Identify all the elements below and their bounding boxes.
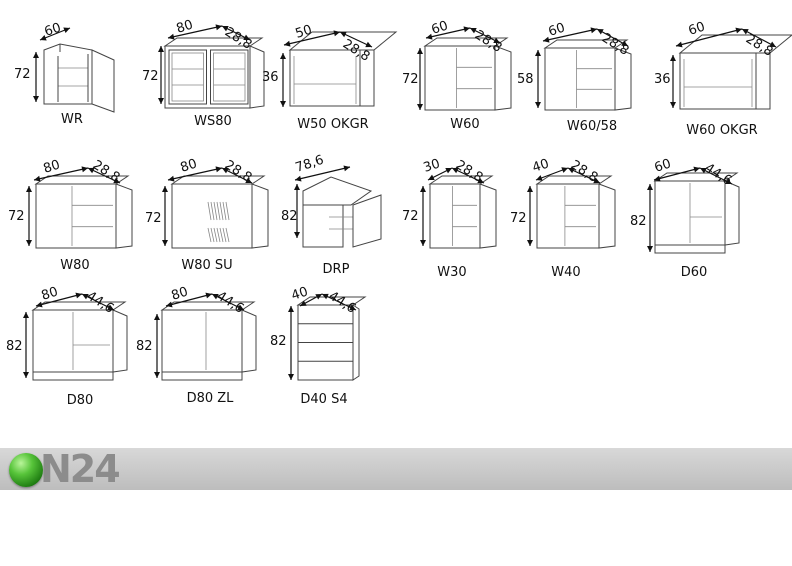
height-dimension: 72	[14, 67, 31, 82]
width-dimension: 40	[290, 284, 310, 303]
height-dimension: 36	[262, 70, 279, 85]
cabinet-label: D40 S4	[300, 392, 347, 407]
height-dimension: 82	[136, 339, 153, 354]
cabinet-label: W60/58	[567, 119, 617, 134]
cabinet-label: W40	[551, 265, 580, 280]
width-dimension: 80	[170, 284, 190, 303]
height-dimension: 82	[6, 339, 23, 354]
height-dimension: 72	[8, 209, 25, 224]
brand-logo-text: N24	[40, 447, 121, 491]
height-dimension: 72	[510, 211, 527, 226]
width-dimension: 80	[42, 157, 62, 176]
width-dimension: 60	[43, 20, 63, 39]
width-dimension: 78,6	[294, 153, 326, 176]
width-dimension: 80	[40, 284, 60, 303]
width-dimension: 80	[175, 17, 195, 36]
cabinet-label: DRP	[323, 262, 350, 277]
width-dimension: 60	[653, 156, 673, 175]
width-dimension: 60	[430, 18, 450, 37]
cabinet-label: D80	[67, 393, 94, 408]
height-dimension: 72	[142, 69, 159, 84]
width-dimension: 50	[294, 22, 314, 41]
cabinet-label: W80 SU	[181, 258, 232, 273]
cabinet-label: W60 OKGR	[686, 123, 757, 138]
cabinet-label: W60	[450, 117, 479, 132]
height-dimension: 72	[402, 72, 419, 87]
height-dimension: 58	[517, 72, 534, 87]
height-dimension: 36	[654, 72, 671, 87]
height-dimension: 82	[630, 214, 647, 229]
height-dimension: 72	[402, 209, 419, 224]
cabinet-label: D60	[681, 265, 708, 280]
height-dimension: 82	[281, 209, 298, 224]
width-dimension: 60	[687, 19, 707, 38]
width-dimension: 60	[547, 20, 567, 39]
cabinet-label: WS80	[194, 114, 232, 129]
logo-ball-icon	[9, 453, 43, 487]
cabinet-label: W80	[60, 258, 89, 273]
width-dimension: 30	[422, 156, 442, 175]
width-dimension: 40	[531, 156, 551, 175]
cabinet-label: WR	[61, 112, 83, 127]
height-dimension: 82	[270, 334, 287, 349]
width-dimension: 80	[179, 156, 199, 175]
height-dimension: 72	[145, 211, 162, 226]
cabinet-label: D80 ZL	[187, 391, 235, 406]
brand-bar: N24	[0, 448, 792, 490]
cabinet-label: W30	[437, 265, 466, 280]
cabinet-label: W50 OKGR	[297, 117, 368, 132]
